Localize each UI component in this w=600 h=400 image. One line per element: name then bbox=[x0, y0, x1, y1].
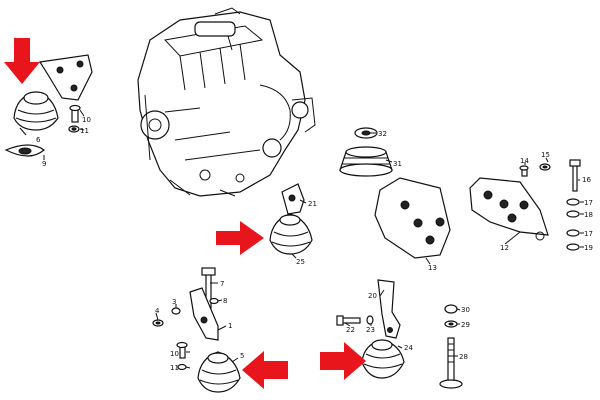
front-mount-assembly-right bbox=[361, 339, 405, 379]
hardware-14-19 bbox=[519, 159, 581, 251]
callout-12: 12 bbox=[500, 244, 509, 252]
callout-19: 19 bbox=[584, 244, 593, 252]
callout-4: 4 bbox=[155, 307, 160, 315]
mount-bracket-12 bbox=[469, 177, 549, 241]
red-arrow-mount-6 bbox=[4, 38, 40, 84]
bracket-assembly-20 bbox=[336, 279, 401, 339]
callout-1: 1 bbox=[228, 322, 232, 330]
callout-17: 17 bbox=[584, 199, 593, 207]
callout-32: 32 bbox=[378, 130, 387, 138]
callout-24: 24 bbox=[404, 344, 413, 352]
callout-13: 13 bbox=[428, 264, 437, 272]
callout-3: 3 bbox=[172, 298, 176, 306]
callout-20: 20 bbox=[368, 292, 377, 300]
callout-11: 11 bbox=[80, 127, 89, 135]
callout-29: 29 bbox=[461, 321, 470, 329]
callout-17b: 17 bbox=[584, 230, 593, 238]
engine-illustration bbox=[137, 7, 316, 197]
callout-30: 30 bbox=[461, 306, 470, 314]
hardware-28-30 bbox=[439, 304, 463, 389]
callout-9: 9 bbox=[42, 160, 46, 168]
bracket-assembly-1 bbox=[152, 267, 219, 341]
front-mount-assembly-center bbox=[269, 183, 313, 255]
red-arrow-mount-5 bbox=[242, 351, 288, 389]
callout-16: 16 bbox=[582, 176, 591, 184]
callout-18: 18 bbox=[584, 211, 593, 219]
leader-lines bbox=[19, 109, 584, 369]
callout-6: 6 bbox=[36, 136, 41, 144]
callout-15: 15 bbox=[541, 151, 550, 159]
callout-31: 31 bbox=[393, 160, 402, 168]
callout-10b: 10 bbox=[170, 350, 179, 358]
callout-7: 7 bbox=[220, 280, 224, 288]
callout-8: 8 bbox=[223, 297, 227, 305]
callout-23: 23 bbox=[366, 326, 375, 334]
red-arrow-mount-24 bbox=[320, 342, 366, 380]
callout-5: 5 bbox=[240, 352, 244, 360]
callout-21: 21 bbox=[308, 200, 317, 208]
mount-bracket-13 bbox=[374, 177, 451, 259]
callout-10: 10 bbox=[82, 116, 91, 124]
callout-22: 22 bbox=[346, 326, 355, 334]
red-arrow-mount-25 bbox=[216, 221, 264, 255]
callout-labels: 6 9 10 11 32 31 14 15 16 17 18 17 19 12 … bbox=[36, 116, 593, 372]
callout-25: 25 bbox=[296, 258, 305, 266]
boot-assembly bbox=[339, 127, 393, 177]
callout-11b: 11 bbox=[170, 364, 179, 372]
callout-14: 14 bbox=[520, 157, 529, 165]
callout-28: 28 bbox=[459, 353, 468, 361]
rear-mount-assembly-left bbox=[4, 54, 93, 157]
